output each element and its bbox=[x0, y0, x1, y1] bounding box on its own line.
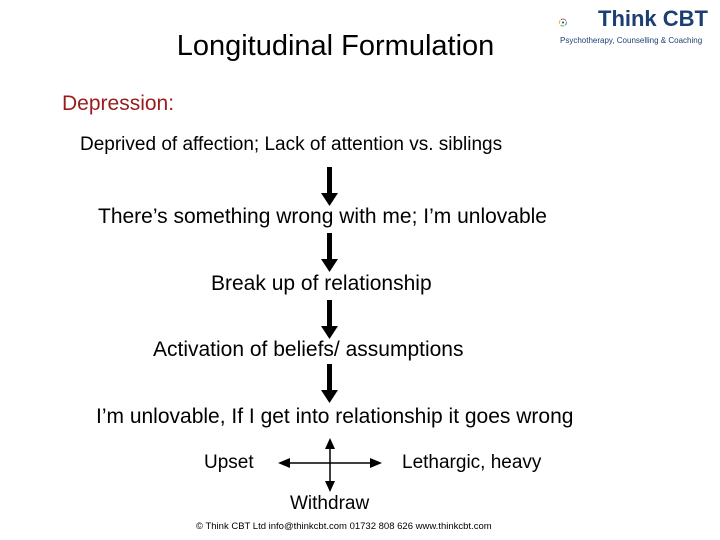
down-arrow-4 bbox=[321, 364, 338, 403]
footer-contact: © Think CBT Ltd info@thinkcbt.com 01732 … bbox=[196, 521, 492, 532]
negative-thought-node: I’m unlovable, If I get into relationshi… bbox=[96, 405, 574, 428]
outcome-lethargic: Lethargic, heavy bbox=[402, 452, 542, 473]
outcome-cross-arrows bbox=[278, 438, 382, 492]
logo-name: Think CBT bbox=[598, 6, 708, 31]
activation-node: Activation of beliefs/ assumptions bbox=[153, 338, 464, 361]
down-arrow-2 bbox=[321, 233, 338, 272]
outcome-withdraw: Withdraw bbox=[290, 493, 370, 514]
slide-subtitle: Depression: bbox=[62, 92, 175, 115]
logo-tagline: Psychotherapy, Counselling & Coaching bbox=[560, 36, 703, 45]
cause-text: Deprived of affection; Lack of attention… bbox=[80, 134, 503, 155]
core-belief-node: There’s something wrong with me; I’m unl… bbox=[98, 205, 547, 228]
swirl-logo-icon bbox=[558, 18, 567, 27]
down-arrow-3 bbox=[321, 300, 338, 339]
trigger-node: Break up of relationship bbox=[211, 272, 432, 295]
down-arrow-1 bbox=[321, 167, 338, 206]
slide-title: Longitudinal Formulation bbox=[176, 30, 495, 62]
outcome-upset: Upset bbox=[204, 452, 254, 473]
